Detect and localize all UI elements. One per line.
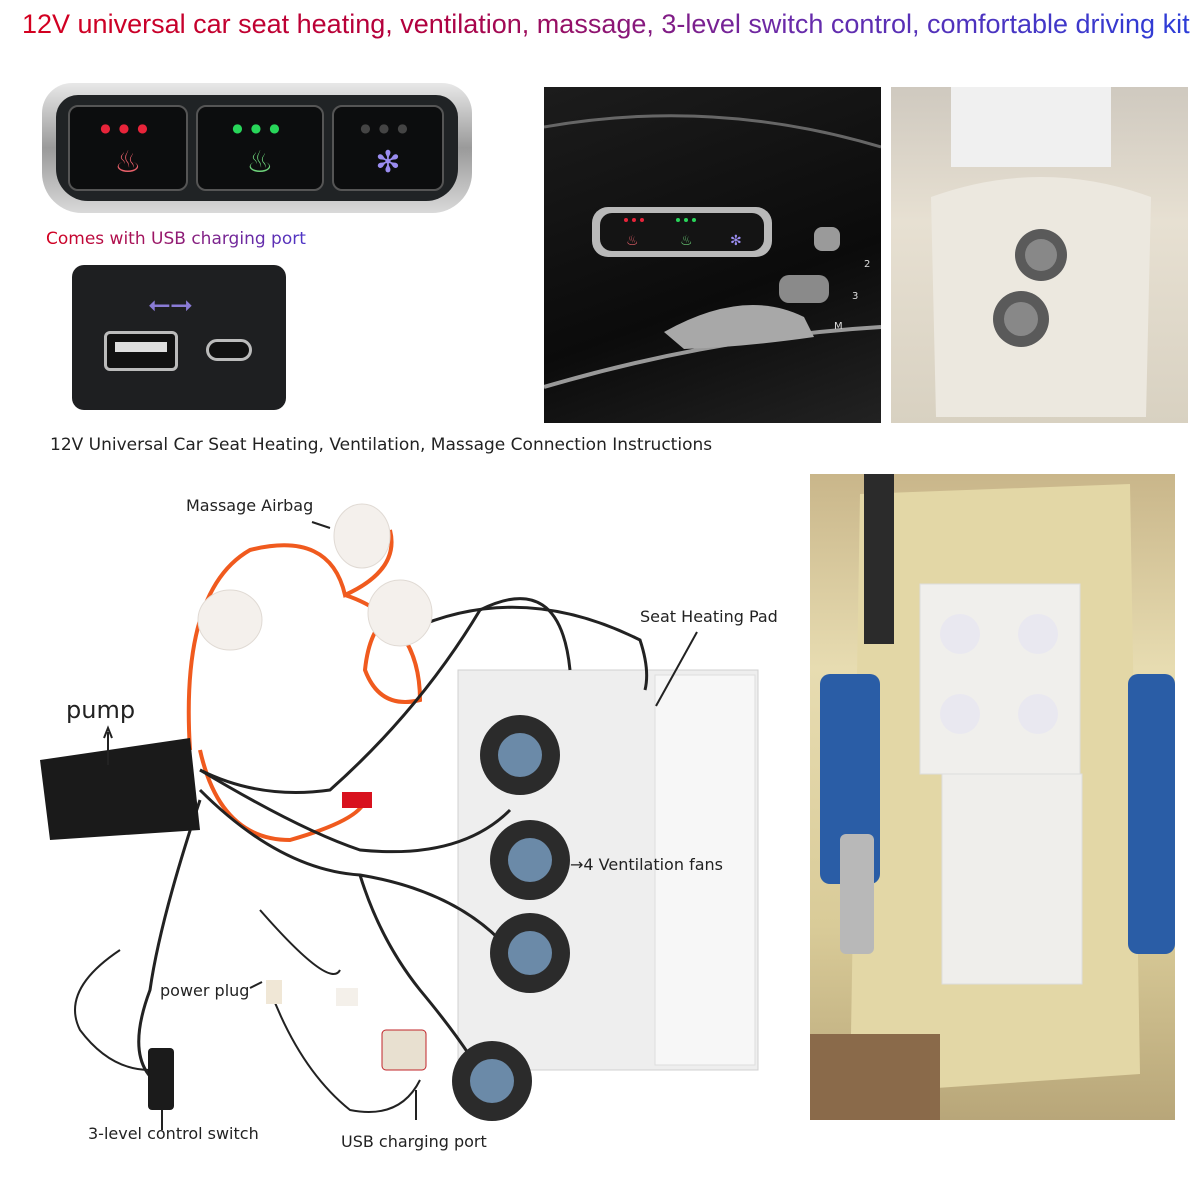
ventilation-fans-label: →4 Ventilation fans (570, 855, 723, 874)
usb-port-photo: ⭠⭢ (72, 265, 286, 410)
seat-heating-pad-label: Seat Heating Pad (640, 607, 778, 626)
svg-text:♨: ♨ (626, 233, 639, 249)
door-panel-illustration: ♨ ♨ ✻ (544, 114, 881, 389)
vent-level-leds: ●●● (360, 121, 416, 135)
usb-c-port (206, 339, 252, 361)
massage-airbag-label: Massage Airbag (186, 496, 314, 515)
switch-panel: ●●● ♨ ●●● ♨ ●●● ✻ (42, 83, 472, 213)
seat-massage-icon: ♨ (246, 145, 274, 180)
seat-fans-photo (891, 87, 1188, 423)
page-title: 12V universal car seat heating, ventilat… (22, 8, 1192, 41)
cool-button[interactable]: ●●● ♨ (196, 105, 324, 191)
usb-a-port (104, 331, 178, 371)
installed-seat-illustration (810, 474, 1175, 1120)
cool-level-leds: ●●● (232, 121, 288, 135)
control-switch-label: 3-level control switch (88, 1124, 259, 1143)
door-panel-photo: ♨ ♨ ✻ 2 3 M (544, 87, 881, 423)
door-button-2: 3 (852, 291, 859, 302)
vent-button[interactable]: ●●● ✻ (332, 105, 444, 191)
installed-seat-photo (810, 474, 1175, 1120)
usb-note: Comes with USB charging port (46, 229, 306, 249)
heat-level-leds: ●●● (100, 121, 156, 135)
instructions-title: 12V Universal Car Seat Heating, Ventilat… (50, 435, 713, 455)
power-plug-label: power plug (160, 981, 250, 1000)
seat-fans-illustration (931, 87, 1151, 417)
usb-icon: ⭠⭢ (148, 287, 193, 320)
heat-button[interactable]: ●●● ♨ (68, 105, 188, 191)
pump-label: pump (66, 696, 136, 724)
seat-heat-icon: ♨ (114, 145, 142, 180)
seat-fan-icon: ✻ (375, 145, 401, 180)
svg-text:♨: ♨ (680, 233, 693, 249)
door-button-1: 2 (864, 259, 871, 270)
wiring-diagram (40, 503, 759, 1130)
switch-panel-face: ●●● ♨ ●●● ♨ ●●● ✻ (56, 95, 458, 201)
usb-port-label: USB charging port (341, 1132, 487, 1151)
door-button-m: M (834, 321, 843, 332)
svg-text:✻: ✻ (730, 233, 742, 249)
